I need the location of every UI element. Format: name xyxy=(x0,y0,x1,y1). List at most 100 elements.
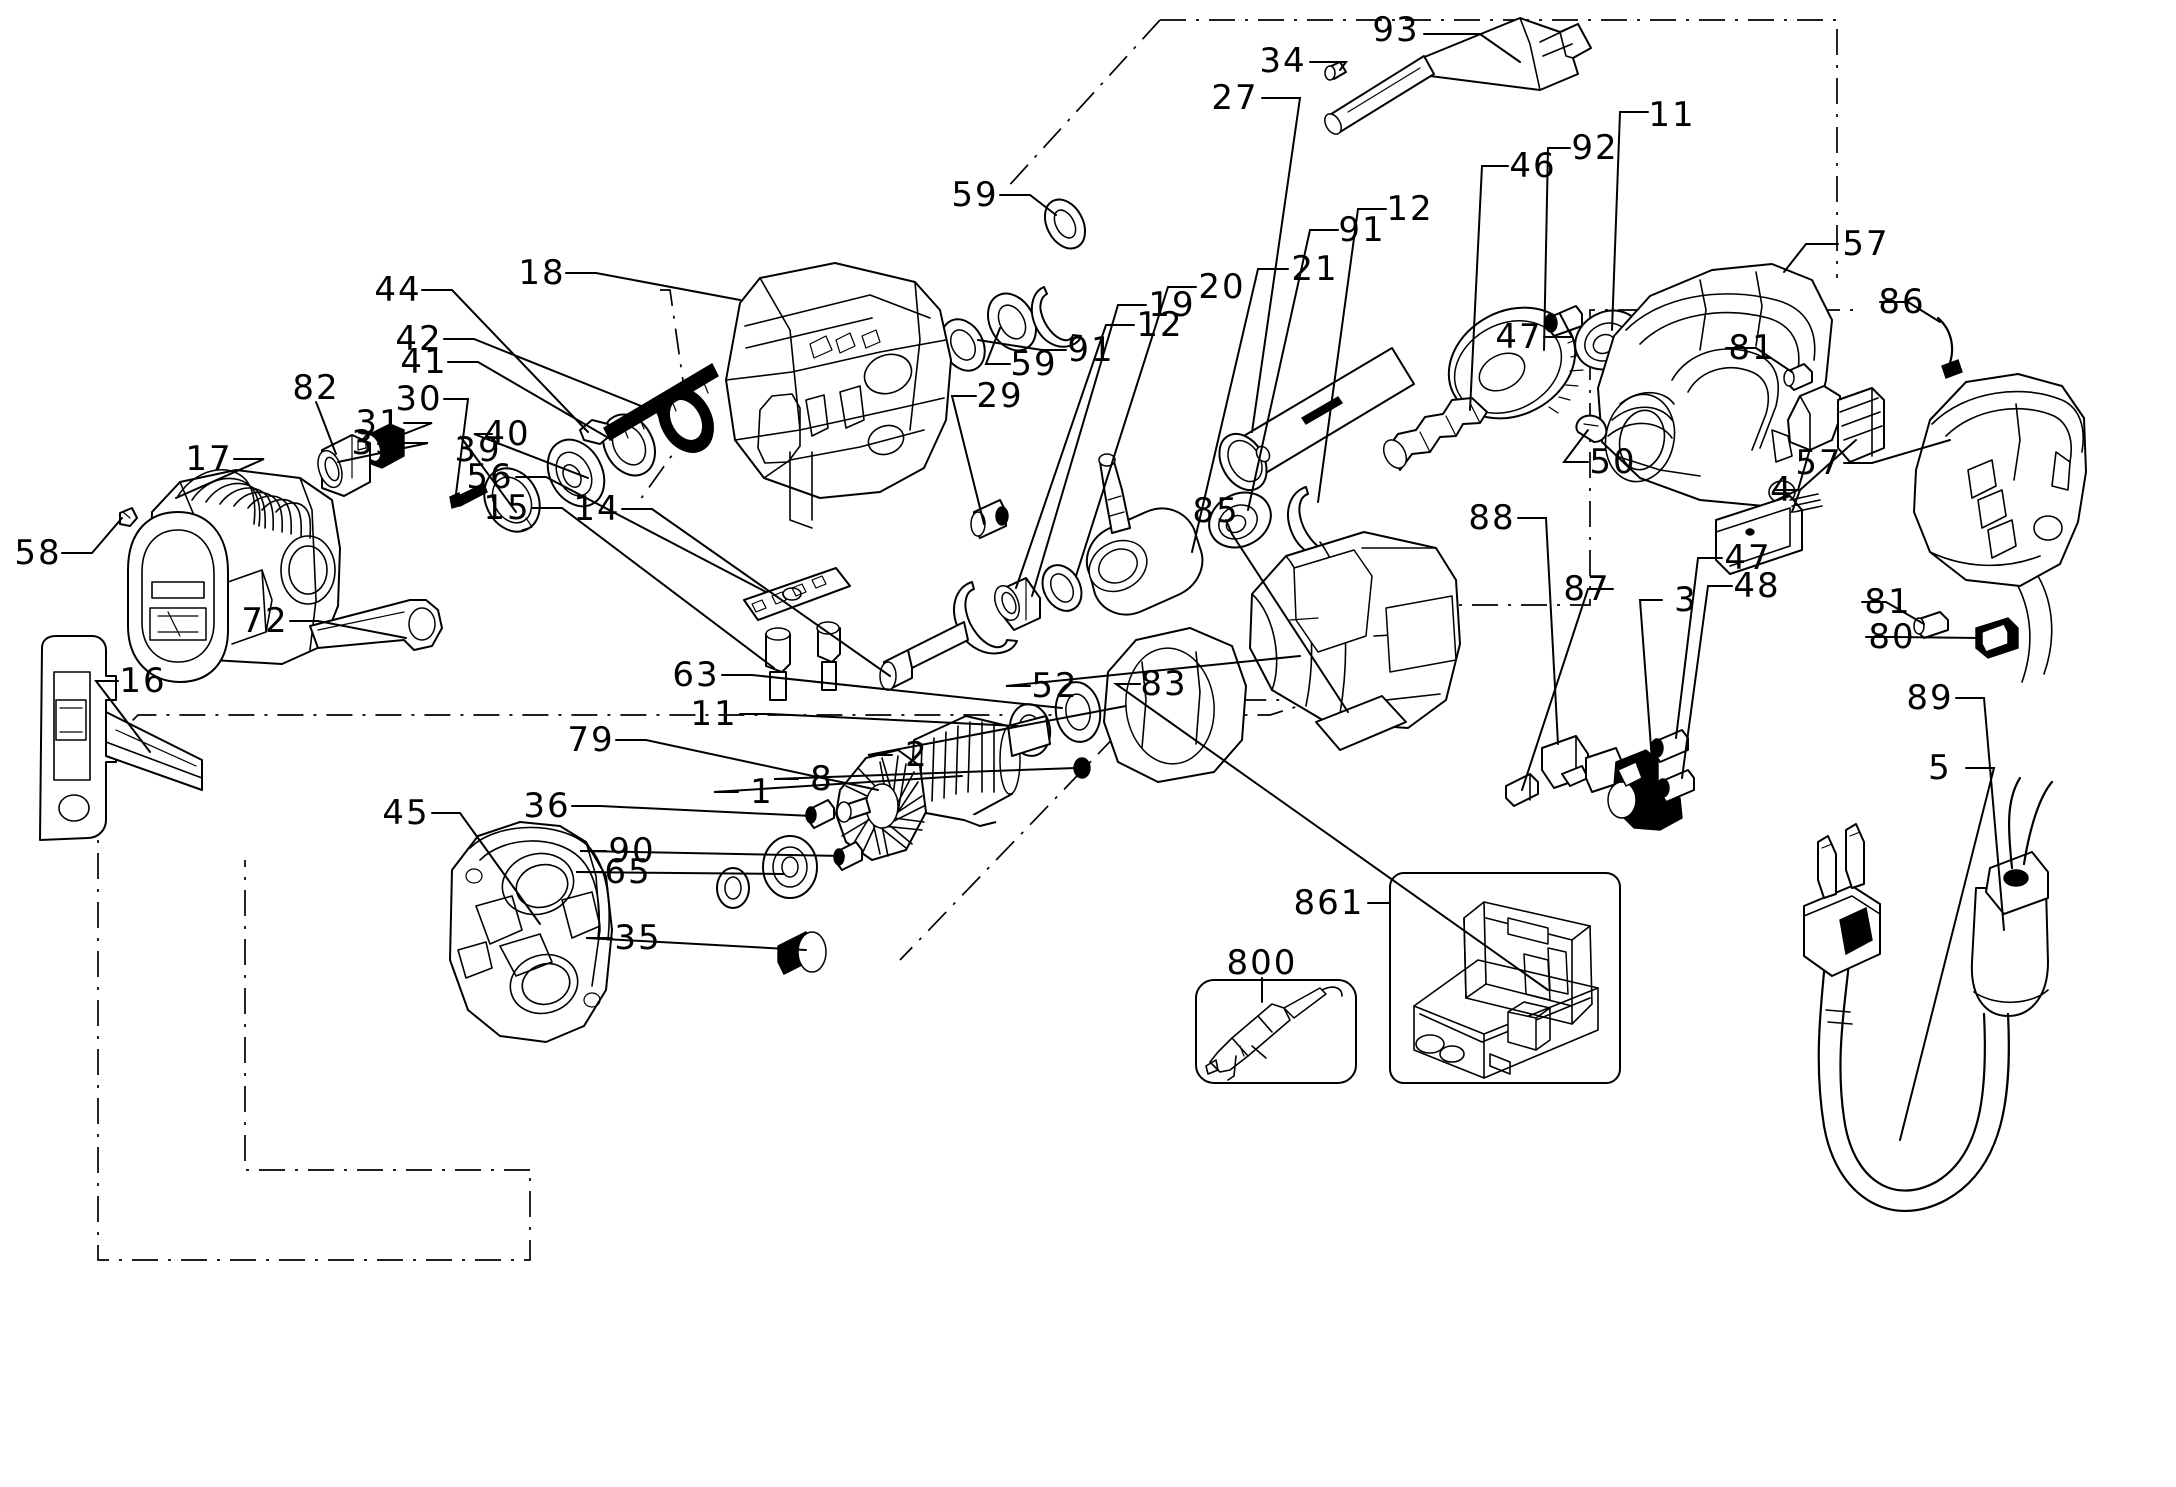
callout-pinion-shaft[interactable]: 46 xyxy=(1509,146,1557,186)
part-88-brush xyxy=(1541,735,1623,793)
part-14-bolt xyxy=(879,621,969,691)
part-93-spindle-rod xyxy=(1324,17,1592,135)
callout-clip[interactable]: 50 xyxy=(1589,442,1637,482)
callout-switch[interactable]: 4 xyxy=(1770,470,1794,510)
part-91-bearing-a xyxy=(1208,491,1272,549)
callout-cord[interactable]: 5 xyxy=(1928,748,1952,788)
callout-bearing[interactable]: 11 xyxy=(690,694,738,734)
part-39-spring-plate xyxy=(483,467,541,533)
part-36-screw-a xyxy=(805,799,835,829)
part-47-brush-screw xyxy=(1650,729,1689,763)
part-72-shoe-lever xyxy=(309,599,443,651)
callout-fan-baffle[interactable]: 2 xyxy=(905,735,929,775)
callout-pin[interactable]: 34 xyxy=(1259,41,1307,81)
callout-label[interactable]: 83 xyxy=(1140,664,1188,704)
callout-bearing[interactable]: 91 xyxy=(1338,210,1386,250)
callout-gear-case[interactable]: 18 xyxy=(518,253,566,293)
callout-counterweight-yoke[interactable]: 21 xyxy=(1291,249,1339,289)
callout-long-screw[interactable]: 44 xyxy=(374,270,422,310)
callout-cord-protector[interactable]: 89 xyxy=(1906,678,1954,718)
inset-861-kit-box xyxy=(1389,872,1621,1084)
callout-washer[interactable]: 59 xyxy=(1010,344,1058,384)
callout-plug-button[interactable]: 35 xyxy=(614,918,662,958)
part-45-end-cap xyxy=(449,821,613,1043)
callout-housing-half[interactable]: 57 xyxy=(1842,224,1890,264)
callout-field[interactable]: 52 xyxy=(1031,666,1079,706)
callout-armature[interactable]: 1 xyxy=(750,772,774,812)
callout-screw[interactable]: 48 xyxy=(1733,566,1781,606)
part-85-nameplate xyxy=(1315,695,1407,751)
callout-fan[interactable]: 79 xyxy=(567,720,615,760)
callout-wire-terminal[interactable]: 86 xyxy=(1878,282,1926,322)
part-79-fan xyxy=(835,749,927,861)
part-52-field xyxy=(1249,531,1461,729)
part-15-shoulder-bolt xyxy=(765,627,791,701)
callout-screw[interactable]: 47 xyxy=(1495,317,1543,357)
callout-screw[interactable]: 47 xyxy=(1724,538,1772,578)
part-30-screw xyxy=(449,483,488,509)
callout-kit-box[interactable]: 861 xyxy=(1293,883,1365,923)
brush-group xyxy=(1505,729,1695,831)
callout-washer[interactable]: 65 xyxy=(604,852,652,892)
part-65-washer xyxy=(716,867,750,909)
callout-retaining-ring[interactable]: 12 xyxy=(1136,305,1184,345)
part-17-front-housing xyxy=(127,468,341,683)
part-86-wire-terminal xyxy=(1936,316,1963,379)
callout-end-cap[interactable]: 45 xyxy=(382,793,430,833)
callout-screw[interactable]: 36 xyxy=(523,786,571,826)
callout-shoe-plate[interactable]: 56 xyxy=(466,457,514,497)
callout-brush-spring[interactable]: 87 xyxy=(1563,569,1611,609)
part-21-counterweight xyxy=(1085,453,1204,616)
callout-front-housing[interactable]: 17 xyxy=(185,439,233,479)
inset-800-blade-accessory xyxy=(1195,979,1357,1084)
callout-clip[interactable]: 58 xyxy=(14,533,62,573)
callout-screw[interactable]: 30 xyxy=(395,379,443,419)
callout-shoulder-bolt[interactable]: 15 xyxy=(483,488,531,528)
part-63-baffle xyxy=(1054,681,1102,743)
callout-bolt[interactable]: 14 xyxy=(573,489,621,529)
callout-brush[interactable]: 88 xyxy=(1468,498,1516,538)
callout-shoe-lever[interactable]: 72 xyxy=(241,601,289,641)
callout-collar-nut[interactable]: 31 xyxy=(355,403,403,443)
callout-seal[interactable]: 42 xyxy=(395,319,443,359)
callout-screw[interactable]: 81 xyxy=(1864,582,1912,622)
cord-assembly xyxy=(1803,776,2054,1212)
callout-blade-accessory[interactable]: 800 xyxy=(1226,943,1298,983)
part-4-switch xyxy=(1715,385,1885,575)
callout-strain-relief[interactable]: 80 xyxy=(1868,617,1916,657)
callout-set-screw[interactable]: 82 xyxy=(292,368,340,408)
callout-barrel-sleeve[interactable]: 27 xyxy=(1211,78,1259,118)
part-35-plug-button xyxy=(777,931,827,975)
callout-nameplate[interactable]: 85 xyxy=(1192,491,1240,531)
callout-baffle[interactable]: 63 xyxy=(672,655,720,695)
part-57-housing-right-half xyxy=(1913,373,2087,683)
callout-washer[interactable]: 20 xyxy=(1198,267,1246,307)
part-81-screw-upper xyxy=(1783,363,1813,391)
callout-bearing[interactable]: 90 xyxy=(608,831,656,871)
callout-screw[interactable]: 81 xyxy=(1728,328,1776,368)
callout-gear[interactable]: 92 xyxy=(1571,128,1619,168)
callout-brush-holder[interactable]: 3 xyxy=(1674,580,1698,620)
part-3-brush-holder xyxy=(1607,749,1683,831)
callout-bearing[interactable]: 11 xyxy=(1648,95,1696,135)
callout-spindle-rod[interactable]: 93 xyxy=(1372,10,1420,50)
callout-retaining-ring[interactable]: 12 xyxy=(1386,189,1434,229)
callout-shoe[interactable]: 16 xyxy=(119,661,167,701)
callout-washer[interactable]: 59 xyxy=(951,175,999,215)
callout-spring-washer[interactable]: 40 xyxy=(483,414,531,454)
part-59-washer-upper xyxy=(1043,198,1087,250)
callout-spring-plate[interactable]: 39 xyxy=(454,430,502,470)
callout-housing-half[interactable]: 57 xyxy=(1795,443,1843,483)
part-12-ring-housing xyxy=(1030,286,1082,348)
part-48-screw xyxy=(1656,769,1695,803)
part-58-clip xyxy=(119,507,138,527)
callout-screw[interactable]: 29 xyxy=(976,376,1024,416)
callout-bushing[interactable]: 19 xyxy=(1148,285,1196,325)
callout-washer[interactable]: 41 xyxy=(400,342,448,382)
callout-washer[interactable]: 8 xyxy=(810,759,834,799)
part-59-washer-lower xyxy=(987,292,1037,352)
part-42-seal xyxy=(658,387,714,453)
callout-bearing[interactable]: 91 xyxy=(1067,330,1115,370)
callout-blade-clamp-sleeve[interactable]: 33 xyxy=(351,423,399,463)
